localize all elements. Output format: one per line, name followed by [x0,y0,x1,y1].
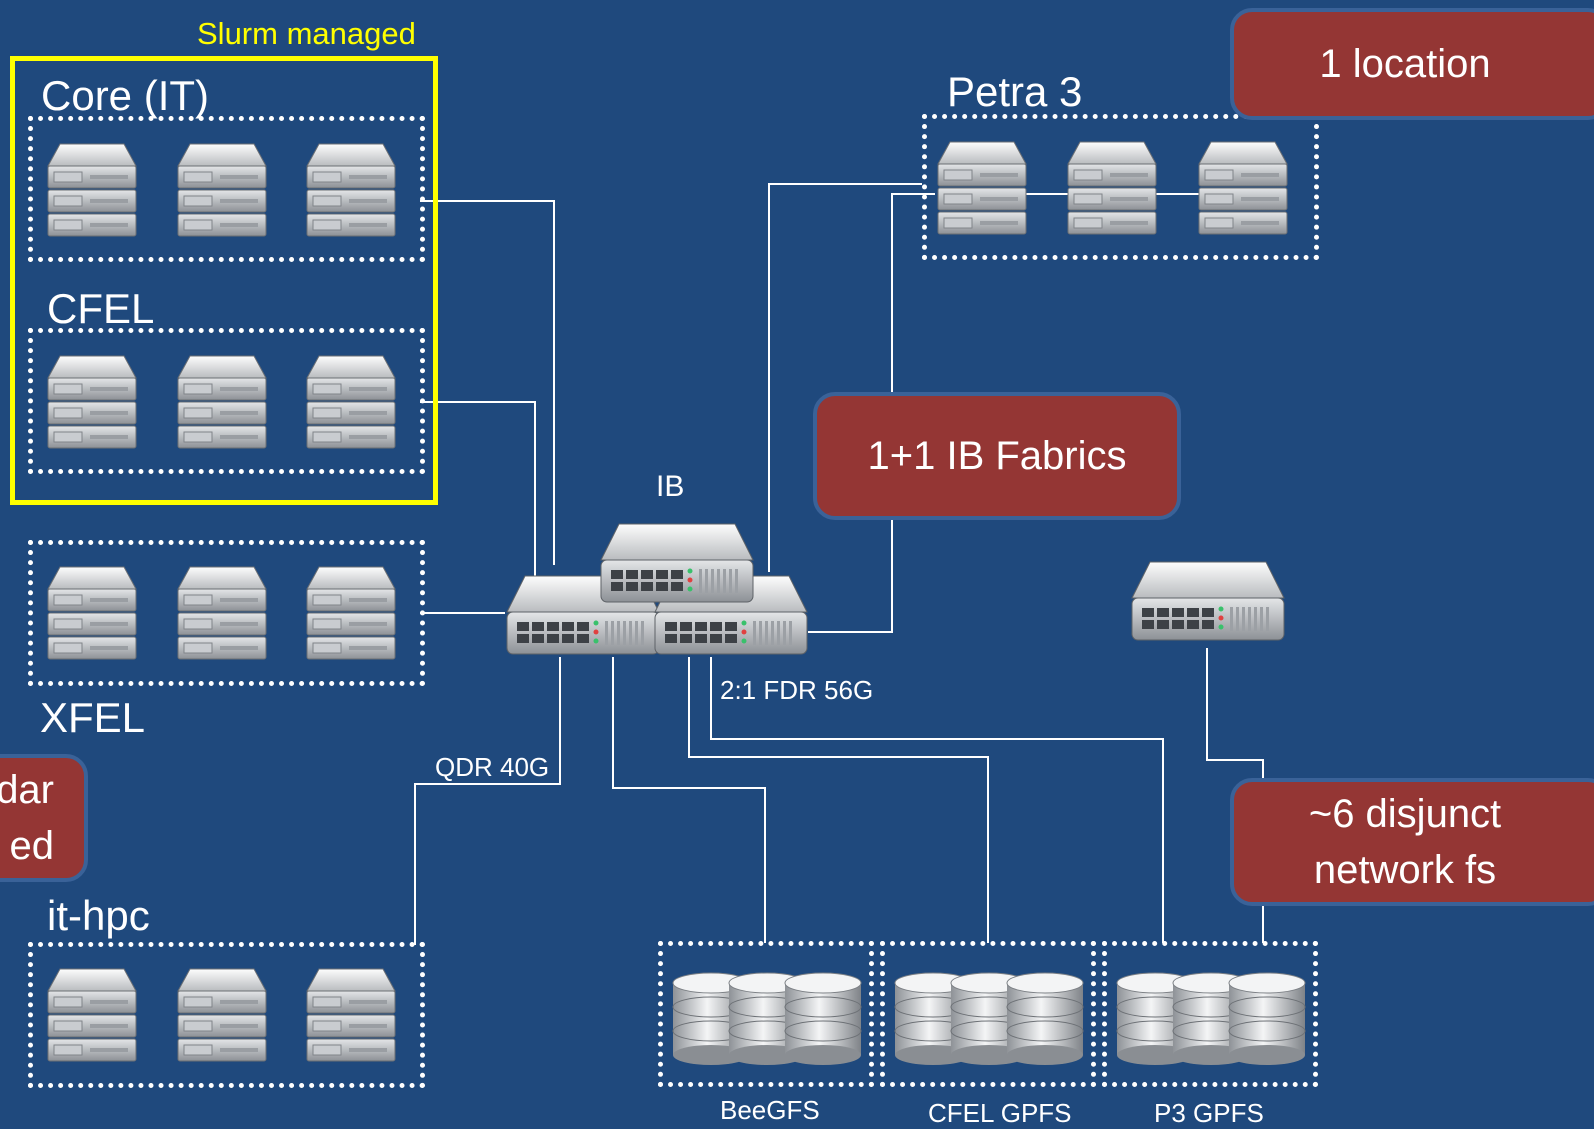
fdr-label: 2:1 FDR 56G [720,675,874,705]
server-icon [47,143,137,237]
wire-core [420,200,555,565]
partial-callout-line1: dar [0,768,54,812]
location-callout: 1 location [1230,8,1594,120]
server-icon [47,968,137,1062]
server-icon [306,143,396,237]
ithpc-label: it-hpc [47,892,150,939]
disjunct-callout-line2: network fs [1313,848,1497,892]
server-icon [1198,141,1288,235]
storage-icon [669,965,865,1071]
slurm-label: Slurm managed [197,16,416,51]
server-icon [177,968,267,1062]
server-icon [937,141,1027,235]
switch-icon [1131,561,1285,641]
cfel-label: CFEL [47,285,155,332]
server-icon [1067,141,1157,235]
core-label: Core (IT) [41,72,209,119]
wire-cfel [420,401,536,585]
slurm-managed-frame [10,56,438,505]
server-icon [47,355,137,449]
cfelgpfs-label: CFEL GPFS [928,1098,1072,1128]
partial-callout: dar ed [0,754,88,882]
storage-icon [891,965,1087,1071]
server-icon [47,566,137,660]
beegfs-group [658,941,874,1087]
cfel-group [28,328,425,474]
server-icon [177,143,267,237]
ib-label: IB [656,470,685,503]
petra-group [922,114,1319,260]
xfel-group [28,540,425,686]
server-icon [306,355,396,449]
server-icon [306,566,396,660]
wire-cfelgpfs [688,657,989,943]
wire-p3gpfs [710,657,1164,943]
fabrics-callout-text: 1+1 IB Fabrics [867,434,1127,478]
server-icon [177,566,267,660]
storage-icon [1113,965,1309,1071]
location-callout-text: 1 location [1319,42,1491,86]
cfelgpfs-group [880,941,1096,1087]
disjunct-callout: ~6 disjunct network fs [1230,778,1594,906]
xfel-label: XFEL [40,694,146,741]
beegfs-label: BeeGFS [720,1095,820,1125]
server-icon [177,355,267,449]
p3gpfs-label: P3 GPFS [1154,1098,1264,1128]
partial-callout-line2: ed [9,824,55,868]
switch-icon [600,523,754,603]
ithpc-group [28,942,425,1088]
fabrics-callout: 1+1 IB Fabrics [813,392,1181,520]
disjunct-callout-line1: ~6 disjunct [1308,792,1502,836]
core-group [28,116,425,262]
wire-beegfs [612,657,766,943]
qdr-label: QDR 40G [435,752,550,782]
wire-petra-a [768,183,922,572]
petra-label: Petra 3 [947,68,1083,115]
wire-ithpc [414,657,561,945]
p3gpfs-group [1102,941,1318,1087]
server-icon [306,968,396,1062]
